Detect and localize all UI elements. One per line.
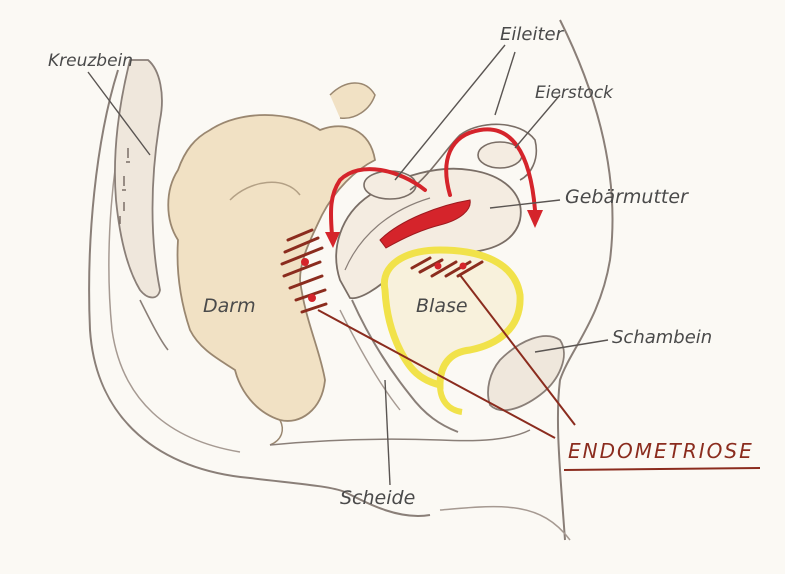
label-gebaermutter: Gebärmutter (565, 186, 689, 208)
label-schambein: Schambein (612, 327, 712, 348)
rectum (270, 420, 282, 445)
label-scheide: Scheide (340, 487, 415, 509)
label-eierstock: Eierstock (535, 83, 614, 103)
pubic-bone (488, 336, 564, 410)
bowel-loop-2 (330, 83, 375, 118)
sacrum (115, 60, 162, 298)
ovary-left (364, 171, 416, 199)
perineum (270, 430, 530, 445)
coccyx (140, 300, 168, 350)
label-eileiter: Eileiter (500, 24, 565, 45)
endometriose-underline (564, 468, 760, 470)
label-darm: Darm (203, 295, 256, 317)
thigh-outline (440, 507, 570, 540)
label-blase: Blase (416, 295, 468, 317)
label-kreuzbein: Kreuzbein (48, 51, 133, 71)
label-endometriose: ENDOMETRIOSE (568, 439, 754, 463)
